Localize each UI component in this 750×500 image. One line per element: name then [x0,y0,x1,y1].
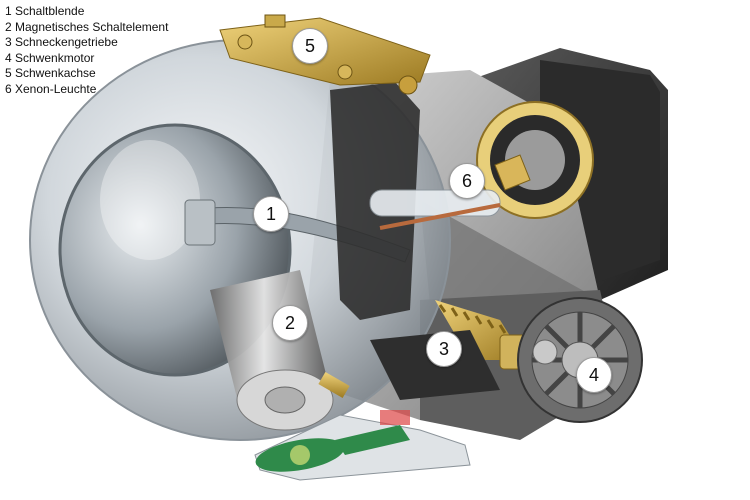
legend: 1 Schaltblende 2 Magnetisches Schaltelem… [5,4,168,97]
callout-pivot-axle: 5 [292,28,328,64]
legend-item: 2 Magnetisches Schaltelement [5,19,169,34]
callout-shutter: 1 [253,196,289,232]
callout-swivel-motor: 4 [576,357,612,393]
magnetic-element-graphic [210,270,350,431]
callout-worm-gear: 3 [426,331,462,367]
shutter-bracket [184,199,216,246]
callout-magnetic-element: 2 [272,305,308,341]
lens-highlight [100,140,200,260]
legend-item: 3 Schneckengetriebe [5,35,118,49]
legend-item: 5 Schwenkachse [5,66,96,80]
legend-item: 6 Xenon-Leuchte [5,81,97,96]
inner-reflector-rim [58,123,292,377]
legend-item: 1 Schaltblende [5,4,85,18]
legend-item: 4 Schwenkmotor [5,50,95,65]
swivel-motor-graphic [517,297,643,423]
callout-xenon-lamp: 6 [449,163,485,199]
xenon-lamp-graphic [369,101,594,230]
circuit-board-graphic [254,410,471,481]
